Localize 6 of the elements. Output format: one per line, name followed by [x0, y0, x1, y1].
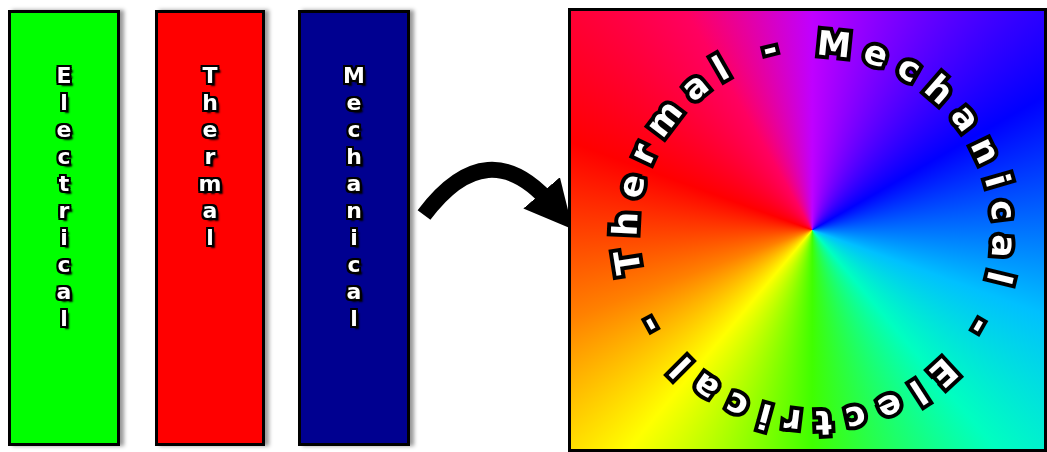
- bar-label: Electrical: [51, 63, 77, 333]
- category-bar: [8, 10, 120, 446]
- category-bar: [155, 10, 265, 446]
- bar-label: Thermal: [197, 63, 223, 252]
- bar-label: Mechanical: [341, 63, 367, 333]
- category-bar: [298, 10, 410, 446]
